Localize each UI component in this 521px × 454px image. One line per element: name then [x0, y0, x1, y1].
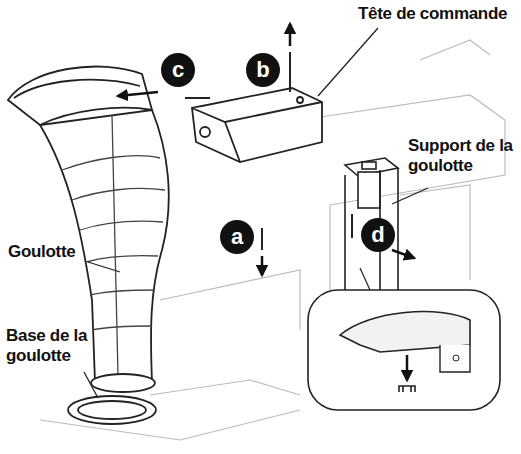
- callout-letter: c: [161, 53, 195, 87]
- motion-arrows: [118, 24, 414, 275]
- callout-letter: d: [361, 218, 395, 252]
- callout-letter: a: [220, 220, 254, 254]
- label-slot: Tête de commande: [358, 4, 518, 24]
- chute-support: [345, 158, 398, 300]
- part-name: Support de la goulotte: [408, 136, 516, 176]
- callout-letter: b: [246, 53, 280, 87]
- chute-base: [68, 374, 156, 424]
- label-slot: b: [246, 53, 280, 87]
- part-name: Tête de commande: [358, 4, 518, 24]
- control-head: [192, 88, 322, 162]
- label-slot: a: [220, 220, 254, 254]
- detail-inset: [308, 268, 500, 410]
- pins: [185, 52, 352, 250]
- part-name: Goulotte: [8, 242, 98, 262]
- label-slot: d: [361, 218, 395, 252]
- label-slot: Goulotte: [8, 242, 98, 262]
- part-name: Base de la goulotte: [6, 326, 102, 366]
- label-slot: Support de la goulotte: [408, 136, 516, 176]
- label-slot: Base de la goulotte: [6, 326, 102, 366]
- leader-lines: [84, 28, 428, 398]
- label-slot: c: [161, 53, 195, 87]
